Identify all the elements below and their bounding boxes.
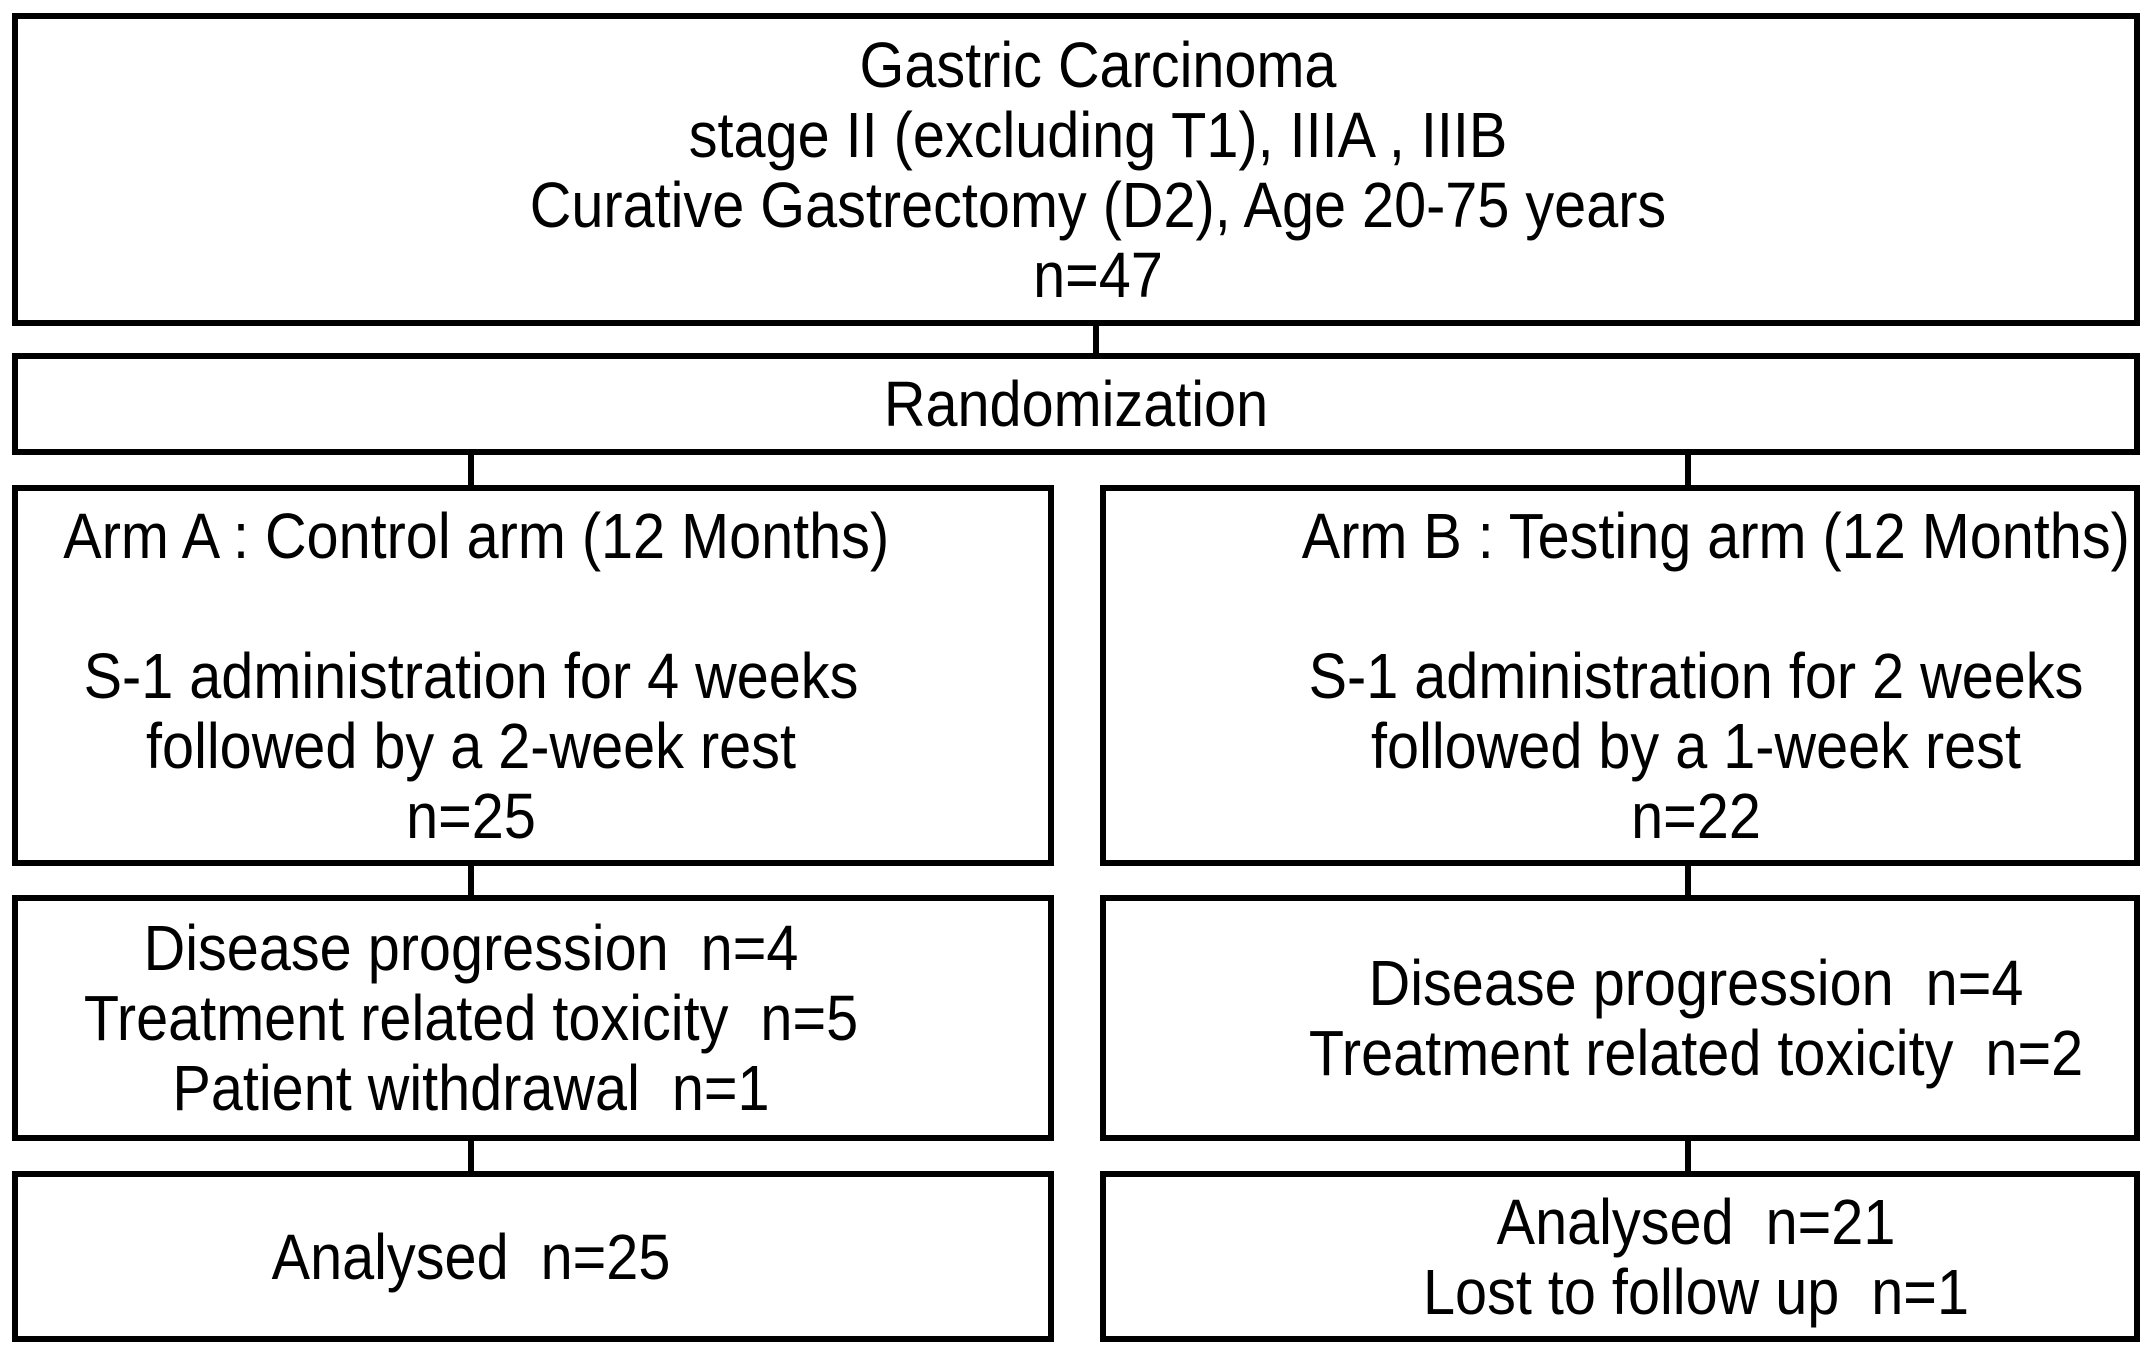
- arm-a-text: Arm A : Control arm (12 Months) S-1 admi…: [63, 499, 890, 852]
- connector-randomization-to-arm-a: [468, 455, 474, 485]
- connector-arm-b-to-withdrawals: [1685, 866, 1691, 895]
- arm-b-text: Arm B : Testing arm (12 Months) S-1 admi…: [1301, 499, 2130, 852]
- arm-b-withdrawals-box: Disease progression n=4 Treatment relate…: [1100, 895, 2140, 1141]
- arm-a-analysed-text: Analysed n=25: [271, 1220, 671, 1293]
- randomization-text: Randomization: [883, 368, 1269, 440]
- enrollment-text: Gastric Carcinoma stage II (excluding T1…: [529, 28, 1667, 311]
- connector-randomization-to-arm-b: [1685, 455, 1691, 485]
- arm-a-withdrawals-text: Disease progression n=4 Treatment relate…: [83, 912, 859, 1124]
- arm-b-box: Arm B : Testing arm (12 Months) S-1 admi…: [1100, 485, 2140, 866]
- randomization-box: Randomization: [12, 353, 2140, 455]
- connector-withdrawals-to-analysed-a: [468, 1141, 474, 1171]
- connector-withdrawals-to-analysed-b: [1685, 1141, 1691, 1171]
- arm-a-withdrawals-box: Disease progression n=4 Treatment relate…: [12, 895, 1054, 1141]
- arm-b-analysed-box: Analysed n=21 Lost to follow up n=1: [1100, 1171, 2140, 1342]
- arm-a-box: Arm A : Control arm (12 Months) S-1 admi…: [12, 485, 1054, 866]
- connector-arm-a-to-withdrawals: [468, 866, 474, 895]
- connector-enrollment-to-randomization: [1093, 326, 1099, 353]
- arm-b-analysed-text: Analysed n=21 Lost to follow up n=1: [1423, 1185, 1969, 1328]
- enrollment-box: Gastric Carcinoma stage II (excluding T1…: [12, 13, 2140, 326]
- arm-a-analysed-box: Analysed n=25: [12, 1171, 1054, 1342]
- arm-b-withdrawals-text: Disease progression n=4 Treatment relate…: [1308, 947, 2084, 1089]
